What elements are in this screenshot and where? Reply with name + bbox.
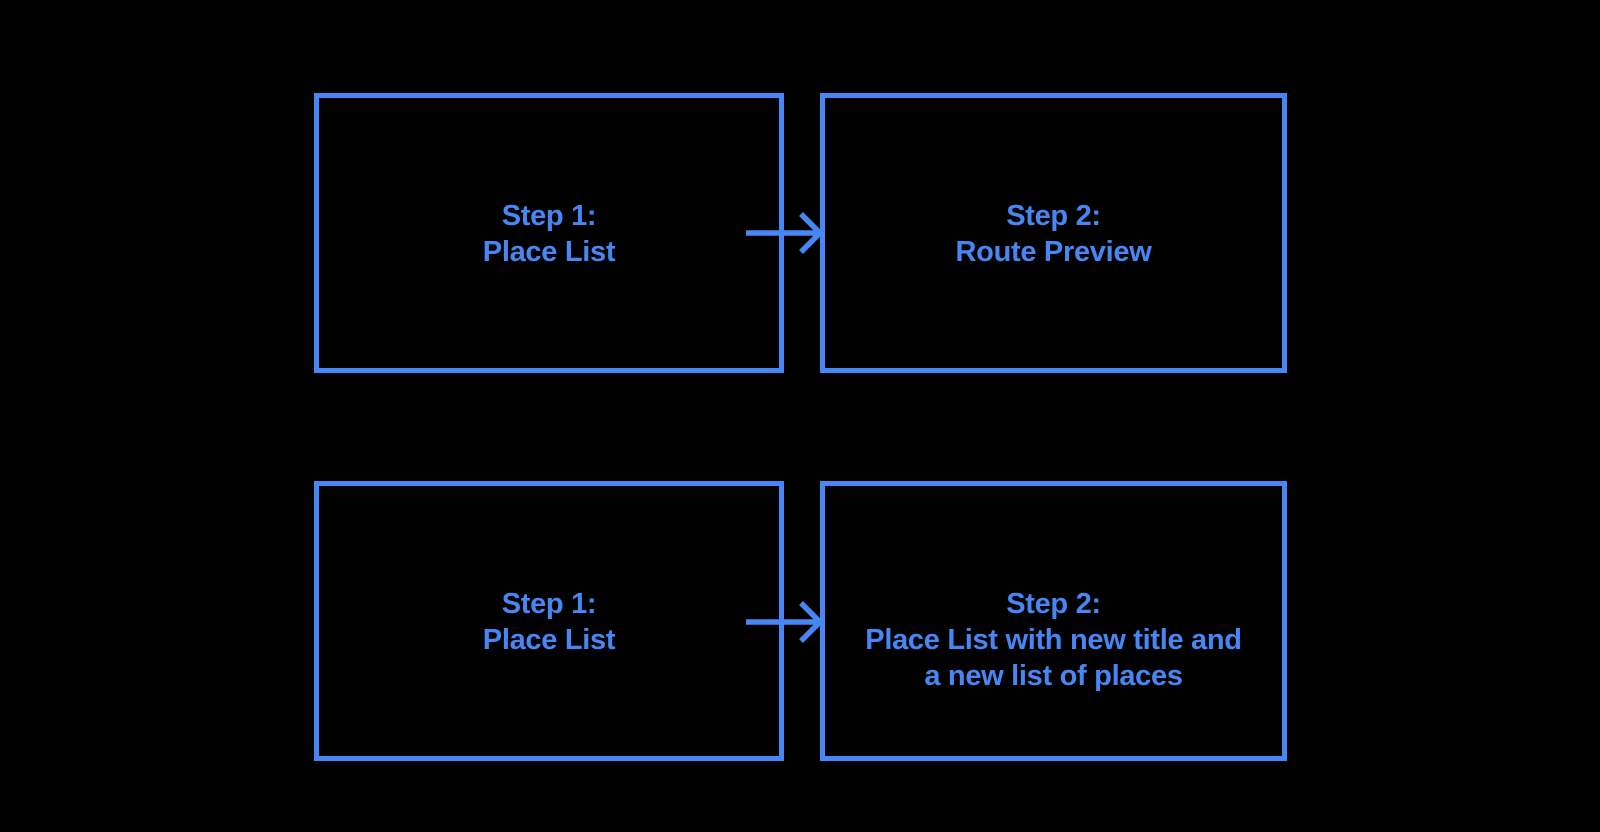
flow1-target-label: Step 2: Route Preview bbox=[825, 198, 1282, 270]
flow1-source-label: Step 1: Place List bbox=[319, 198, 779, 270]
step-label-line: Step 2: bbox=[1006, 588, 1101, 620]
step-label-line: a new list of places bbox=[924, 660, 1183, 692]
step-label-line: Step 1: bbox=[501, 200, 597, 232]
step-label-line: Place List with new title and bbox=[865, 624, 1242, 656]
flow2-source-box: Step 1: Place List bbox=[314, 481, 784, 761]
step-label-line: Step 2: bbox=[1006, 200, 1101, 232]
flow2-source-label: Step 1: Place List bbox=[319, 586, 779, 658]
step-label-line: Step 1: bbox=[501, 588, 597, 620]
flow2-target-label: Step 2: Place List with new title and a … bbox=[825, 586, 1282, 694]
flow1-source-box: Step 1: Place List bbox=[314, 93, 784, 373]
step-label-line: Place List bbox=[482, 236, 616, 268]
step-label-line: Route Preview bbox=[955, 236, 1152, 268]
step-label-line: Place List bbox=[482, 624, 616, 656]
flow1-target-box: Step 2: Route Preview bbox=[820, 93, 1287, 373]
flow2-target-box: Step 2: Place List with new title and a … bbox=[820, 481, 1287, 761]
